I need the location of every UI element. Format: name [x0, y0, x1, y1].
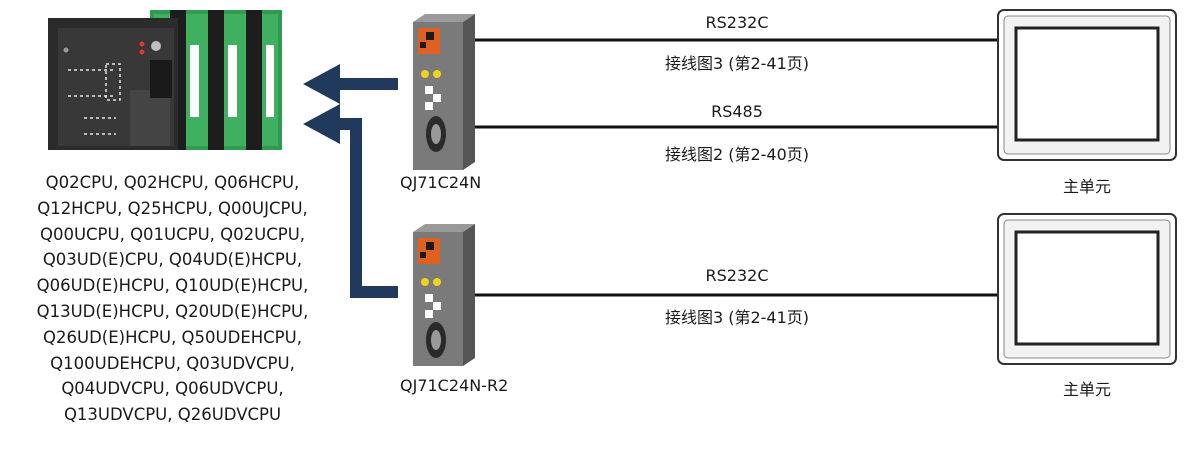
cpu-model-line: Q12HCPU, Q25HCPU, Q00UJCPU,	[37, 198, 308, 218]
cpu-model-list: Q02CPU, Q02HCPU, Q06HCPU, Q12HCPU, Q25HC…	[0, 170, 345, 428]
module-label-2: QJ71C24N-R2	[400, 376, 509, 395]
cpu-model-line: Q04UDVCPU, Q06UDVCPU,	[61, 379, 284, 399]
cpu-model-line: Q00UCPU, Q01UCPU, Q02UCPU,	[39, 224, 306, 244]
cpu-model-line: Q03UD(E)CPU, Q04UD(E)HCPU,	[42, 250, 303, 270]
cpu-model-line: Q26UD(E)HCPU, Q50UDEHCPU,	[43, 327, 302, 347]
arrow-from-module-2	[303, 104, 398, 298]
module-label-1: QJ71C24N	[400, 173, 482, 192]
plc-cpu-unit	[48, 10, 282, 150]
hmi-label-2: 主单元	[1062, 380, 1112, 399]
hmi-main-unit-1	[997, 9, 1177, 161]
cpu-model-line: Q13UD(E)HCPU, Q20UD(E)HCPU,	[36, 301, 309, 321]
hmi-main-unit-2	[997, 213, 1177, 365]
link-wiring-3: 接线图3 (第2-41页)	[664, 308, 810, 327]
cpu-model-line: Q13UDVCPU, Q26UDVCPU	[63, 405, 282, 425]
serial-module-1	[413, 14, 475, 170]
cpu-model-line: Q02CPU, Q02HCPU, Q06HCPU,	[45, 173, 300, 192]
link-protocol-1: RS232C	[705, 13, 769, 32]
link-protocol-3: RS232C	[705, 266, 769, 285]
cpu-model-line: Q06UD(E)HCPU, Q10UD(E)HCPU,	[36, 276, 309, 296]
serial-module-2	[413, 224, 475, 366]
link-wiring-2: 接线图2 (第2-40页)	[664, 145, 810, 164]
link-wiring-1: 接线图3 (第2-41页)	[664, 54, 810, 73]
arrow-from-module-1	[303, 64, 398, 104]
cpu-model-line: Q100UDEHCPU, Q03UDVCPU,	[50, 353, 295, 373]
link-protocol-2: RS485	[711, 102, 763, 121]
hmi-label-1: 主单元	[1062, 177, 1112, 196]
